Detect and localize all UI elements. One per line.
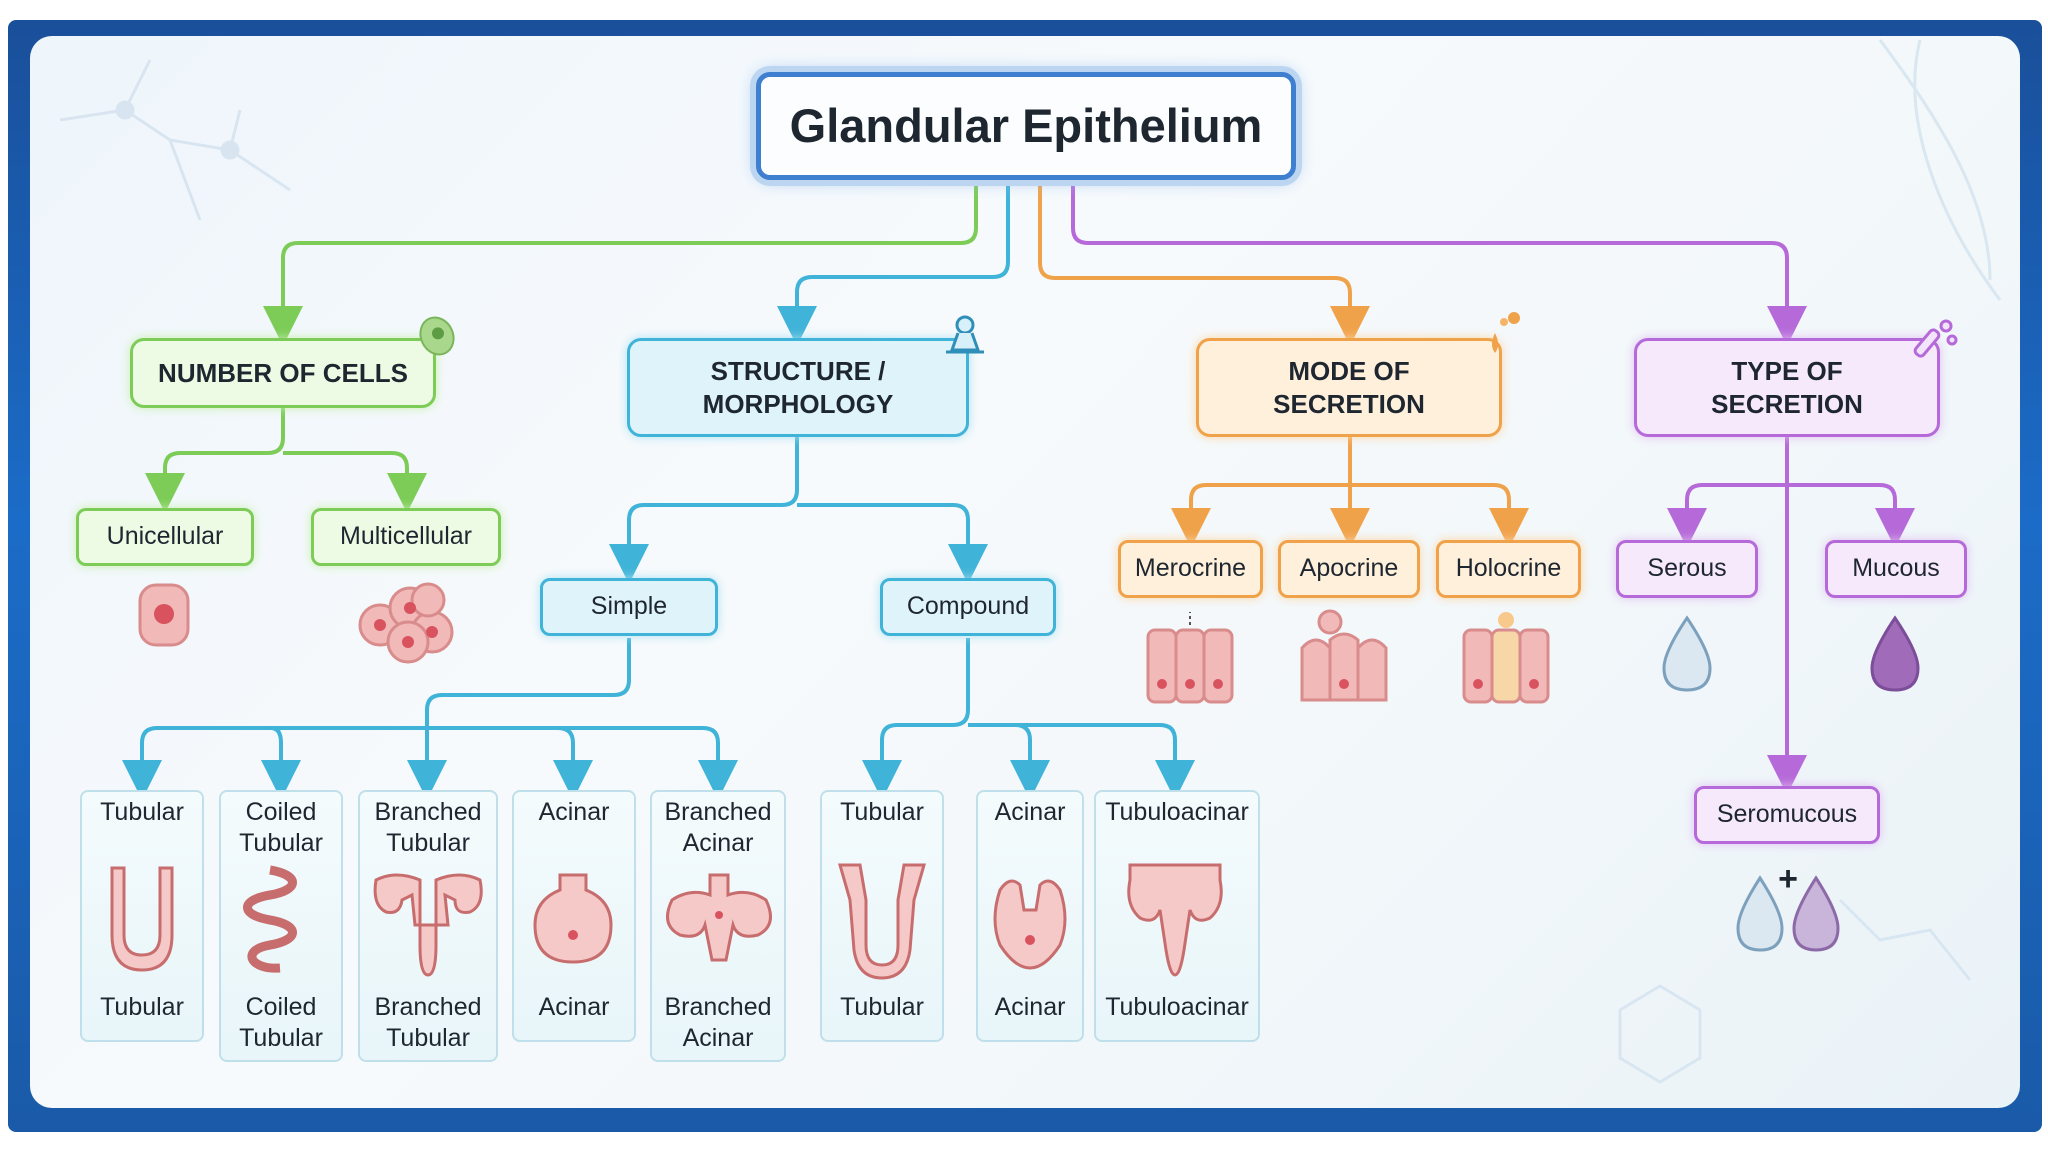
label-compound-tubuloacinar-bottom: Tubuloacinar [1105,993,1249,1021]
connector-type-of-secretion [1071,182,1915,795]
category-mode-label-2: SECRETION [1273,388,1425,419]
sub-simple: Simple [540,578,718,636]
sub-mucous: Mucous [1825,540,1967,598]
category-type-label-2: SECRETION [1711,388,1863,419]
connector-mode-of-secretion [1038,182,1529,548]
label-compound-acinar-bottom: Acinar [994,993,1066,1021]
sub-compound: Compound [880,578,1056,636]
mucous-droplet-icon [1870,615,1920,692]
label-compound-tubuloacinar-top: Tubuloacinar [1105,798,1249,826]
label-simple-tubular-bottom: Tubular [100,993,184,1021]
label-compound-acinar-top: Acinar [994,798,1066,826]
gland-tubuloacinar-icon [1127,863,1223,977]
gland-tubular-icon [110,866,174,972]
seromucous-serous-droplet-icon [1736,875,1784,952]
sub-merocrine: Merocrine [1118,540,1263,598]
sub-seromucous: Seromucous [1694,786,1880,844]
gland-coiled-tubular-icon [243,865,297,973]
seromucous-mucous-droplet-icon [1792,875,1840,952]
category-type-of-secretion: TYPE OF SECRETION [1634,338,1940,437]
label-compound-tubular-top: Tubular [840,798,924,826]
gland-compound-acinar-icon [993,879,1067,970]
category-mode-label-1: MODE OF [1288,356,1410,386]
merocrine-cells-icon [1146,612,1234,704]
label-simple-tubular-top: Tubular [100,798,184,826]
gland-acinar-icon [533,873,613,964]
category-structure-label-1: STRUCTURE / [710,356,886,386]
gland-compound-tubular-icon [838,863,926,980]
category-number-of-cells-label: NUMBER OF CELLS [158,357,408,388]
sub-multicellular: Multicellular [311,508,501,566]
gland-branched-tubular-icon [373,873,483,977]
card-compound-tubular [820,790,944,1042]
connector-structure [122,182,1195,800]
sub-apocrine: Apocrine [1278,540,1420,598]
category-number-of-cells: NUMBER OF CELLS [130,338,436,408]
category-structure: STRUCTURE / MORPHOLOGY [627,338,969,437]
droplet-icon [1662,615,1712,692]
multicellular-cluster-icon [358,582,454,664]
sub-unicellular: Unicellular [76,508,254,566]
category-structure-label-2: MORPHOLOGY [702,388,894,419]
card-simple-tubular [80,790,204,1042]
label-simple-acinar-top: Acinar [538,798,610,826]
sub-holocrine: Holocrine [1436,540,1581,598]
microscope-icon [946,315,984,354]
category-type-label-1: TYPE OF [1731,356,1843,386]
card-simple-acinar [512,790,636,1042]
connector-number-of-cells [145,182,978,513]
seromucous-plus: + [1778,860,1798,898]
holocrine-cells-icon [1462,612,1550,704]
cell-icon [419,316,455,356]
diagram-title: Glandular Epithelium [756,72,1296,180]
label-simple-acinar-bottom: Acinar [538,993,610,1021]
apocrine-cells-icon [1300,609,1388,702]
unicellular-cell-icon [138,583,190,647]
sub-serous: Serous [1616,540,1758,598]
category-mode-of-secretion: MODE OF SECRETION [1196,338,1502,437]
label-compound-tubular-bottom: Tubular [840,993,924,1021]
test-tube-icon [1913,319,1958,358]
dropper-icon [1492,312,1520,353]
background-molecule [59,39,2002,1084]
